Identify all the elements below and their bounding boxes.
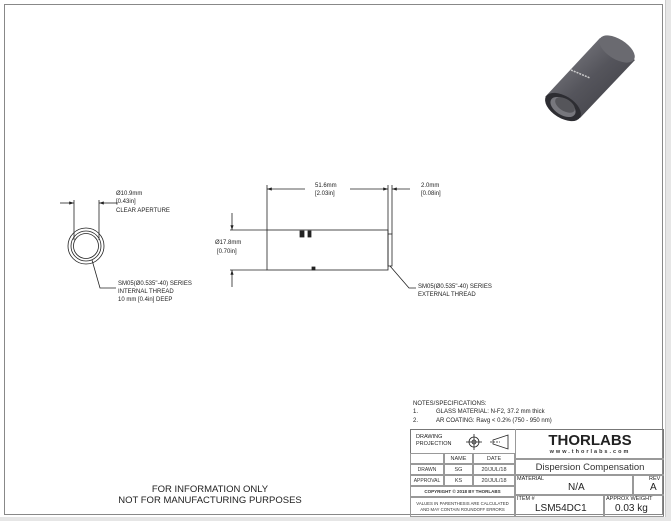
length-in: [2.03in] [315,191,335,197]
note-2-num: 2. [413,418,419,424]
thorlabs-logo: THORLABS www.thorlabs.com [515,429,664,459]
length-mm: 51.6mm [315,183,337,189]
rev-label: REV [649,476,661,482]
logo-text: THORLABS [548,432,632,449]
scrollbar[interactable] [665,0,671,521]
drawing-frame [4,4,663,515]
note-2-text: AR COATING: Ravg < 0.2% (750 - 950 nm) [436,418,552,424]
values-note-line2: AND MAY CONTAIN ROUNDOFF ERRORS [420,507,505,512]
values-note: VALUES IN PARENTHESIS ARE CALCULATED AND… [410,497,515,517]
logo-url: www.thorlabs.com [549,449,631,455]
material-value: N/A [568,482,585,493]
material-label: MATERIAL [517,476,545,482]
item-cell [515,495,604,517]
rev-value: A [650,482,657,493]
external-thread-line1: SM05(Ø0.535"-40) SERIES [418,284,492,290]
note-1-num: 1. [413,409,419,415]
approval-name: KS [444,475,473,486]
disclaimer-line2: NOT FOR MANUFACTURING PURPOSES [118,495,302,506]
weight-cell [604,495,664,517]
aperture-label: CLEAR APERTURE [116,208,170,214]
col-name: NAME [444,453,473,464]
approval-label: APPROVAL [410,475,444,486]
notes-title: NOTES/SPECIFICATIONS: [413,401,487,407]
disclaimer-line1: FOR INFORMATION ONLY [151,484,269,495]
diameter-mm: Ø17.8mm [215,240,242,246]
drawn-name: SG [444,464,473,475]
drawn-label: DRAWN [410,464,444,475]
internal-thread-line3: 10 mm [0.4in] DEEP [118,297,173,303]
projection-symbol [466,434,509,450]
rev-cell [633,475,664,495]
projection-label-1: DRAWING [416,434,443,440]
values-note-line1: VALUES IN PARENTHESIS ARE CALCULATED [416,501,509,506]
page-edge [0,517,671,521]
material-cell [515,475,633,495]
thread-length-in: [0.08in] [421,191,441,197]
note-1-text: GLASS MATERIAL: N-F2, 37.2 mm thick [436,409,545,415]
internal-thread-line2: INTERNAL THREAD [118,289,174,295]
weight-label: APPROX WEIGHT [606,496,653,502]
item-value: LSM54DC1 [535,503,587,514]
front-view [60,200,118,289]
item-label: ITEM # [517,496,535,502]
drawing-title: Dispersion Compensation [515,459,664,475]
projection-label-2: PROJECTION [416,441,452,447]
disclaimer: FOR INFORMATION ONLY NOT FOR MANUFACTURI… [100,484,320,506]
external-thread-line2: EXTERNAL THREAD [418,292,476,298]
col-date: DATE [473,453,515,464]
drawn-date: 20/JUL/18 [473,464,515,475]
side-view [230,185,416,289]
aperture-dimension-in: [0.43in] [116,199,136,205]
weight-value: 0.03 kg [615,503,648,514]
copyright: COPYRIGHT © 2018 BY THORLABS [410,486,515,497]
diameter-in: [0.70in] [217,249,237,255]
empty-cell [410,453,444,464]
aperture-dimension-mm: Ø10.9mm [116,191,143,197]
internal-thread-line1: SM05(Ø0.535"-40) SERIES [118,281,192,287]
approval-date: 20/JUL/18 [473,475,515,486]
thread-length-mm: 2.0mm [421,183,440,189]
isometric-render-image [545,35,635,122]
